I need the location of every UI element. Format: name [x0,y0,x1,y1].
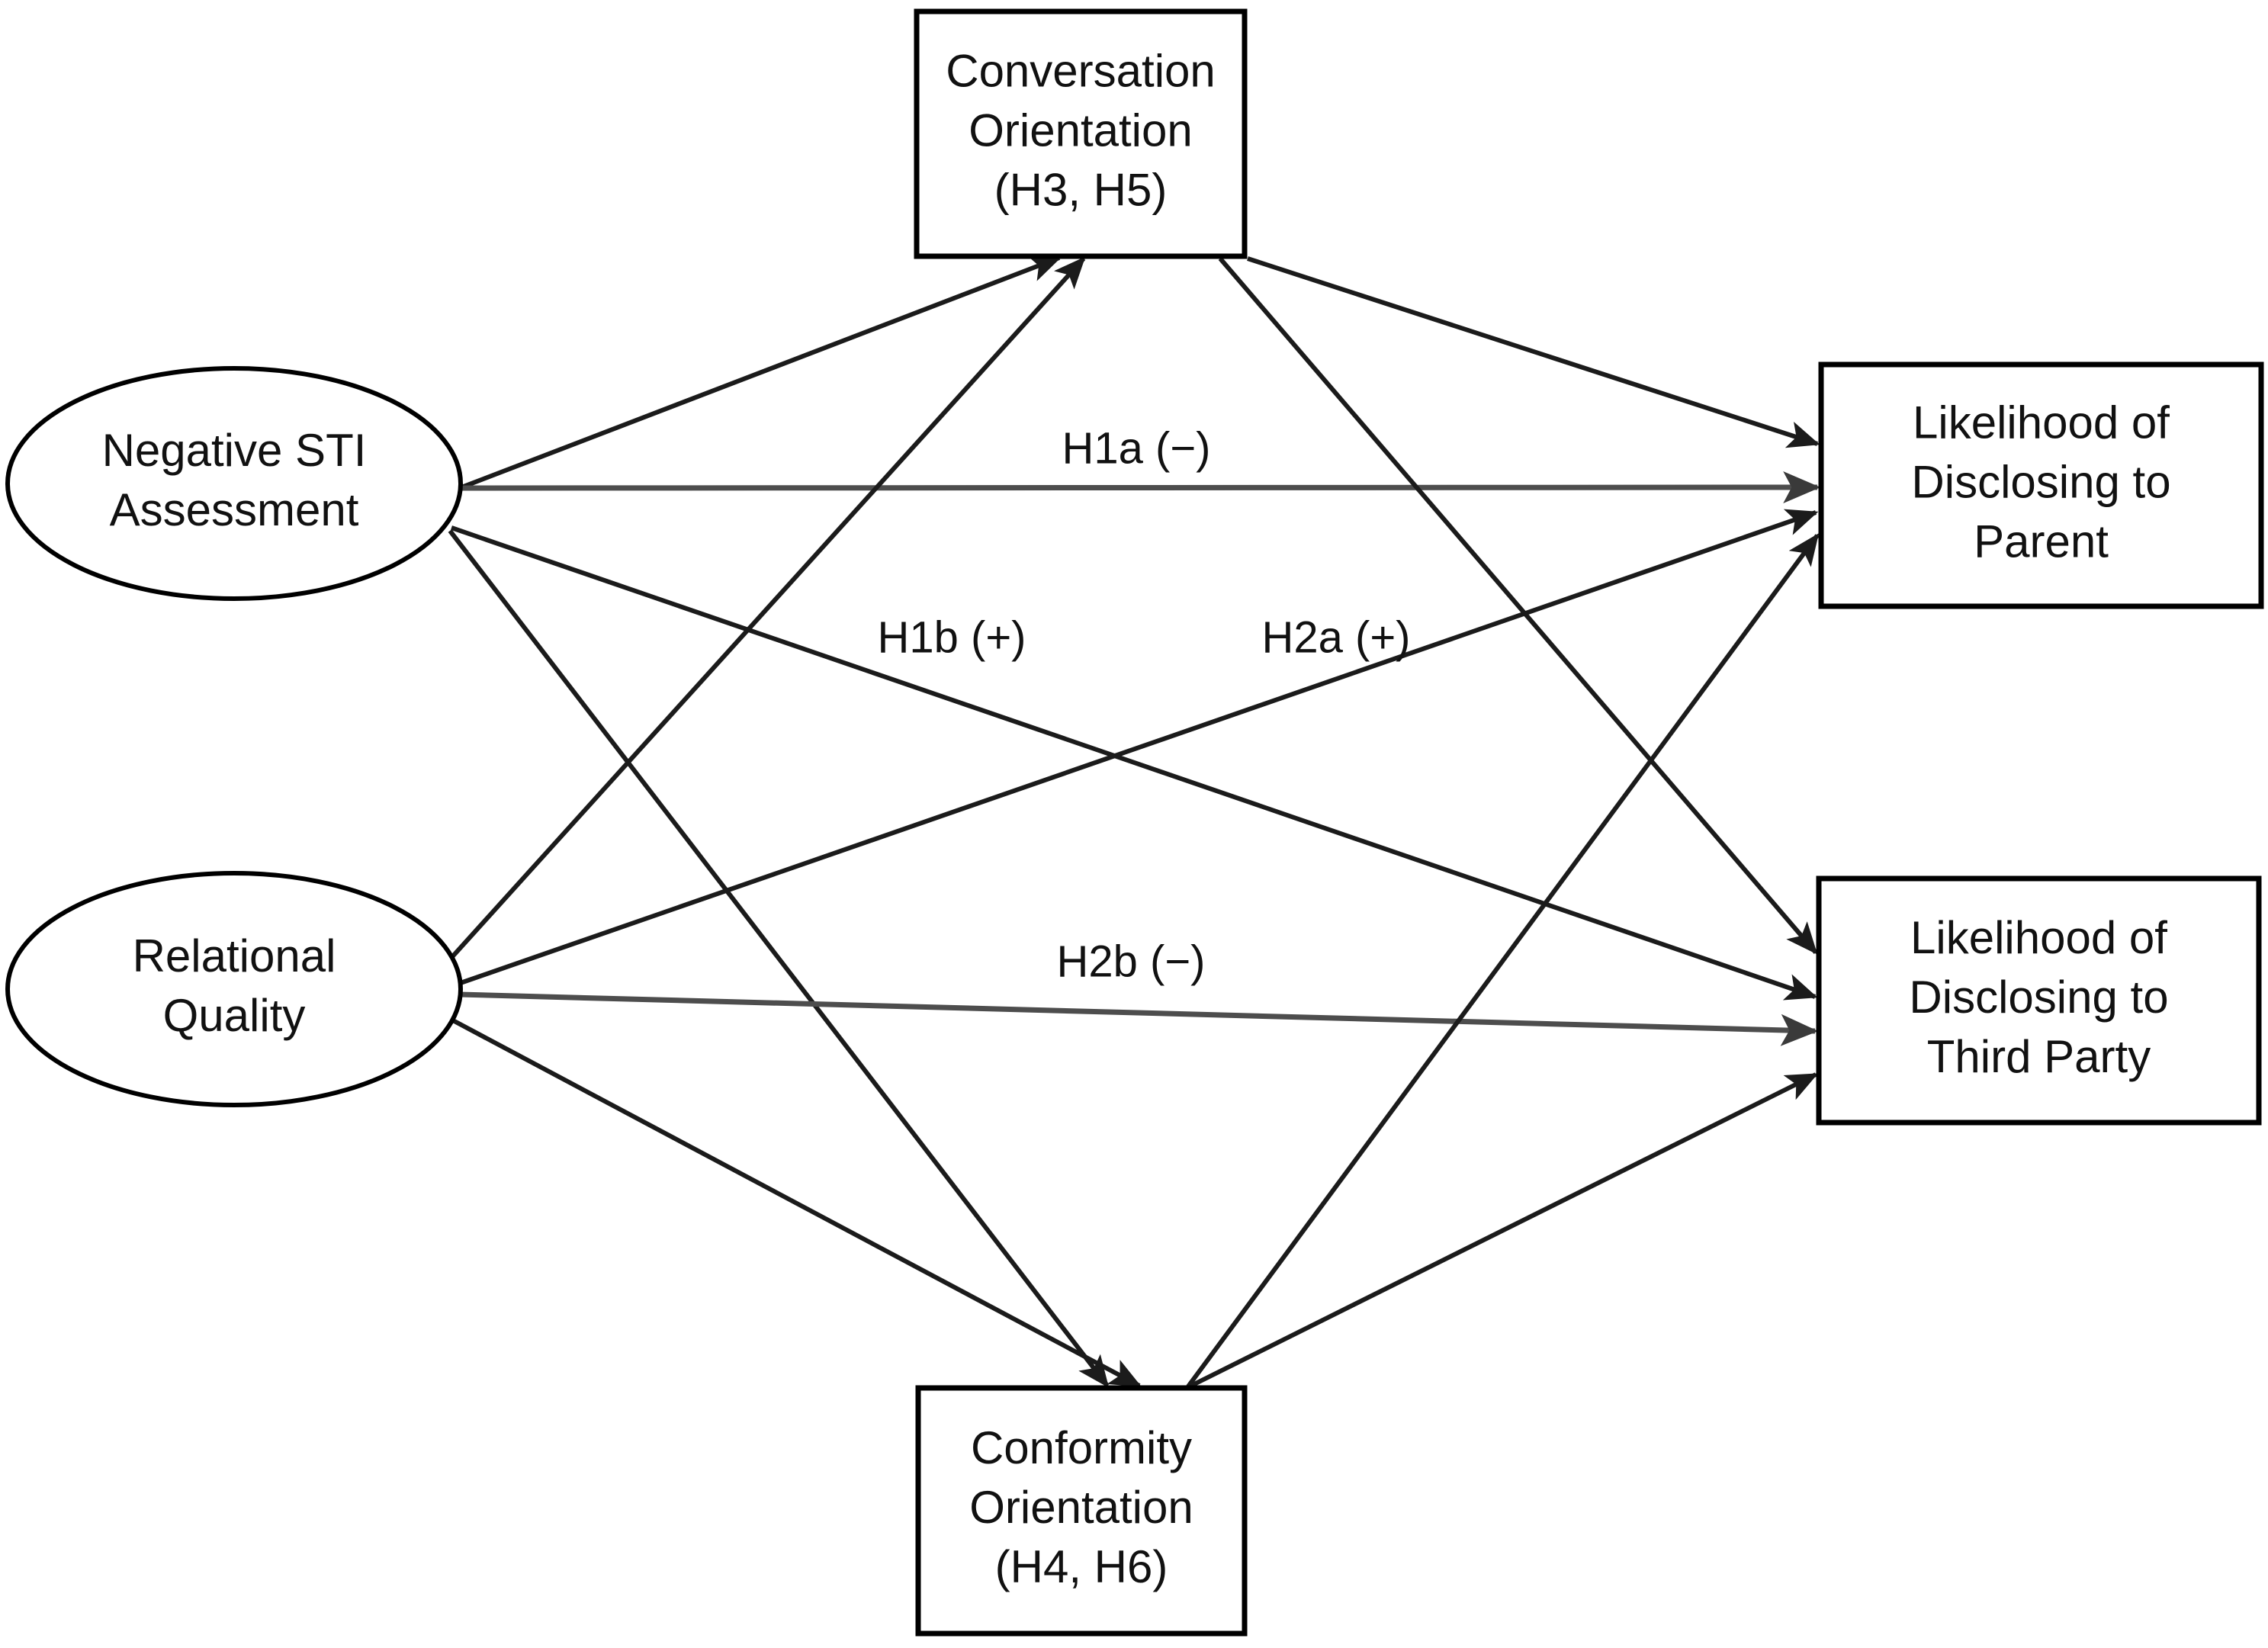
node-shape-conversation-orientation [914,8,1248,259]
edge-relquality-to-conformity [450,1017,1142,1388]
edge-conversation-to-third-party [1218,257,1818,955]
edge-sti-to-conversation [456,255,1062,491]
edge-relquality-to-third-party-direct [458,991,1819,1046]
edge-conformity-to-third-party [1188,1072,1819,1389]
edge-conversation-to-parent [1247,256,1820,448]
edge-relquality-to-parent [455,509,1819,987]
edge-label-h1a: H1a (−) [1062,423,1210,473]
node-shape-conformity-orientation [915,1385,1248,1637]
edge-label-h2b: H2b (−) [1056,936,1205,986]
edge-sti-to-third-party-direct [451,525,1818,1001]
edge-label-h1b: H1b (+) [877,612,1026,662]
node-shape-likelihood-disclosing-third-party [1816,875,2262,1126]
edge-conformity-to-parent [1186,533,1820,1388]
edge-relquality-to-conversation [448,256,1086,962]
node-shape-relational-quality [5,871,463,1107]
node-shape-negative-sti-assessment [5,366,463,601]
edge-labels-layer: H1a (−) H1b (+) H2a (+) H2b (−) [877,423,1410,986]
edges-layer [448,255,1821,1389]
edge-sti-to-parent-direct [457,471,1821,504]
edge-sti-to-conformity [448,529,1110,1388]
node-shape-likelihood-disclosing-parent [1818,361,2264,609]
edge-label-h2a: H2a (+) [1261,612,1410,662]
